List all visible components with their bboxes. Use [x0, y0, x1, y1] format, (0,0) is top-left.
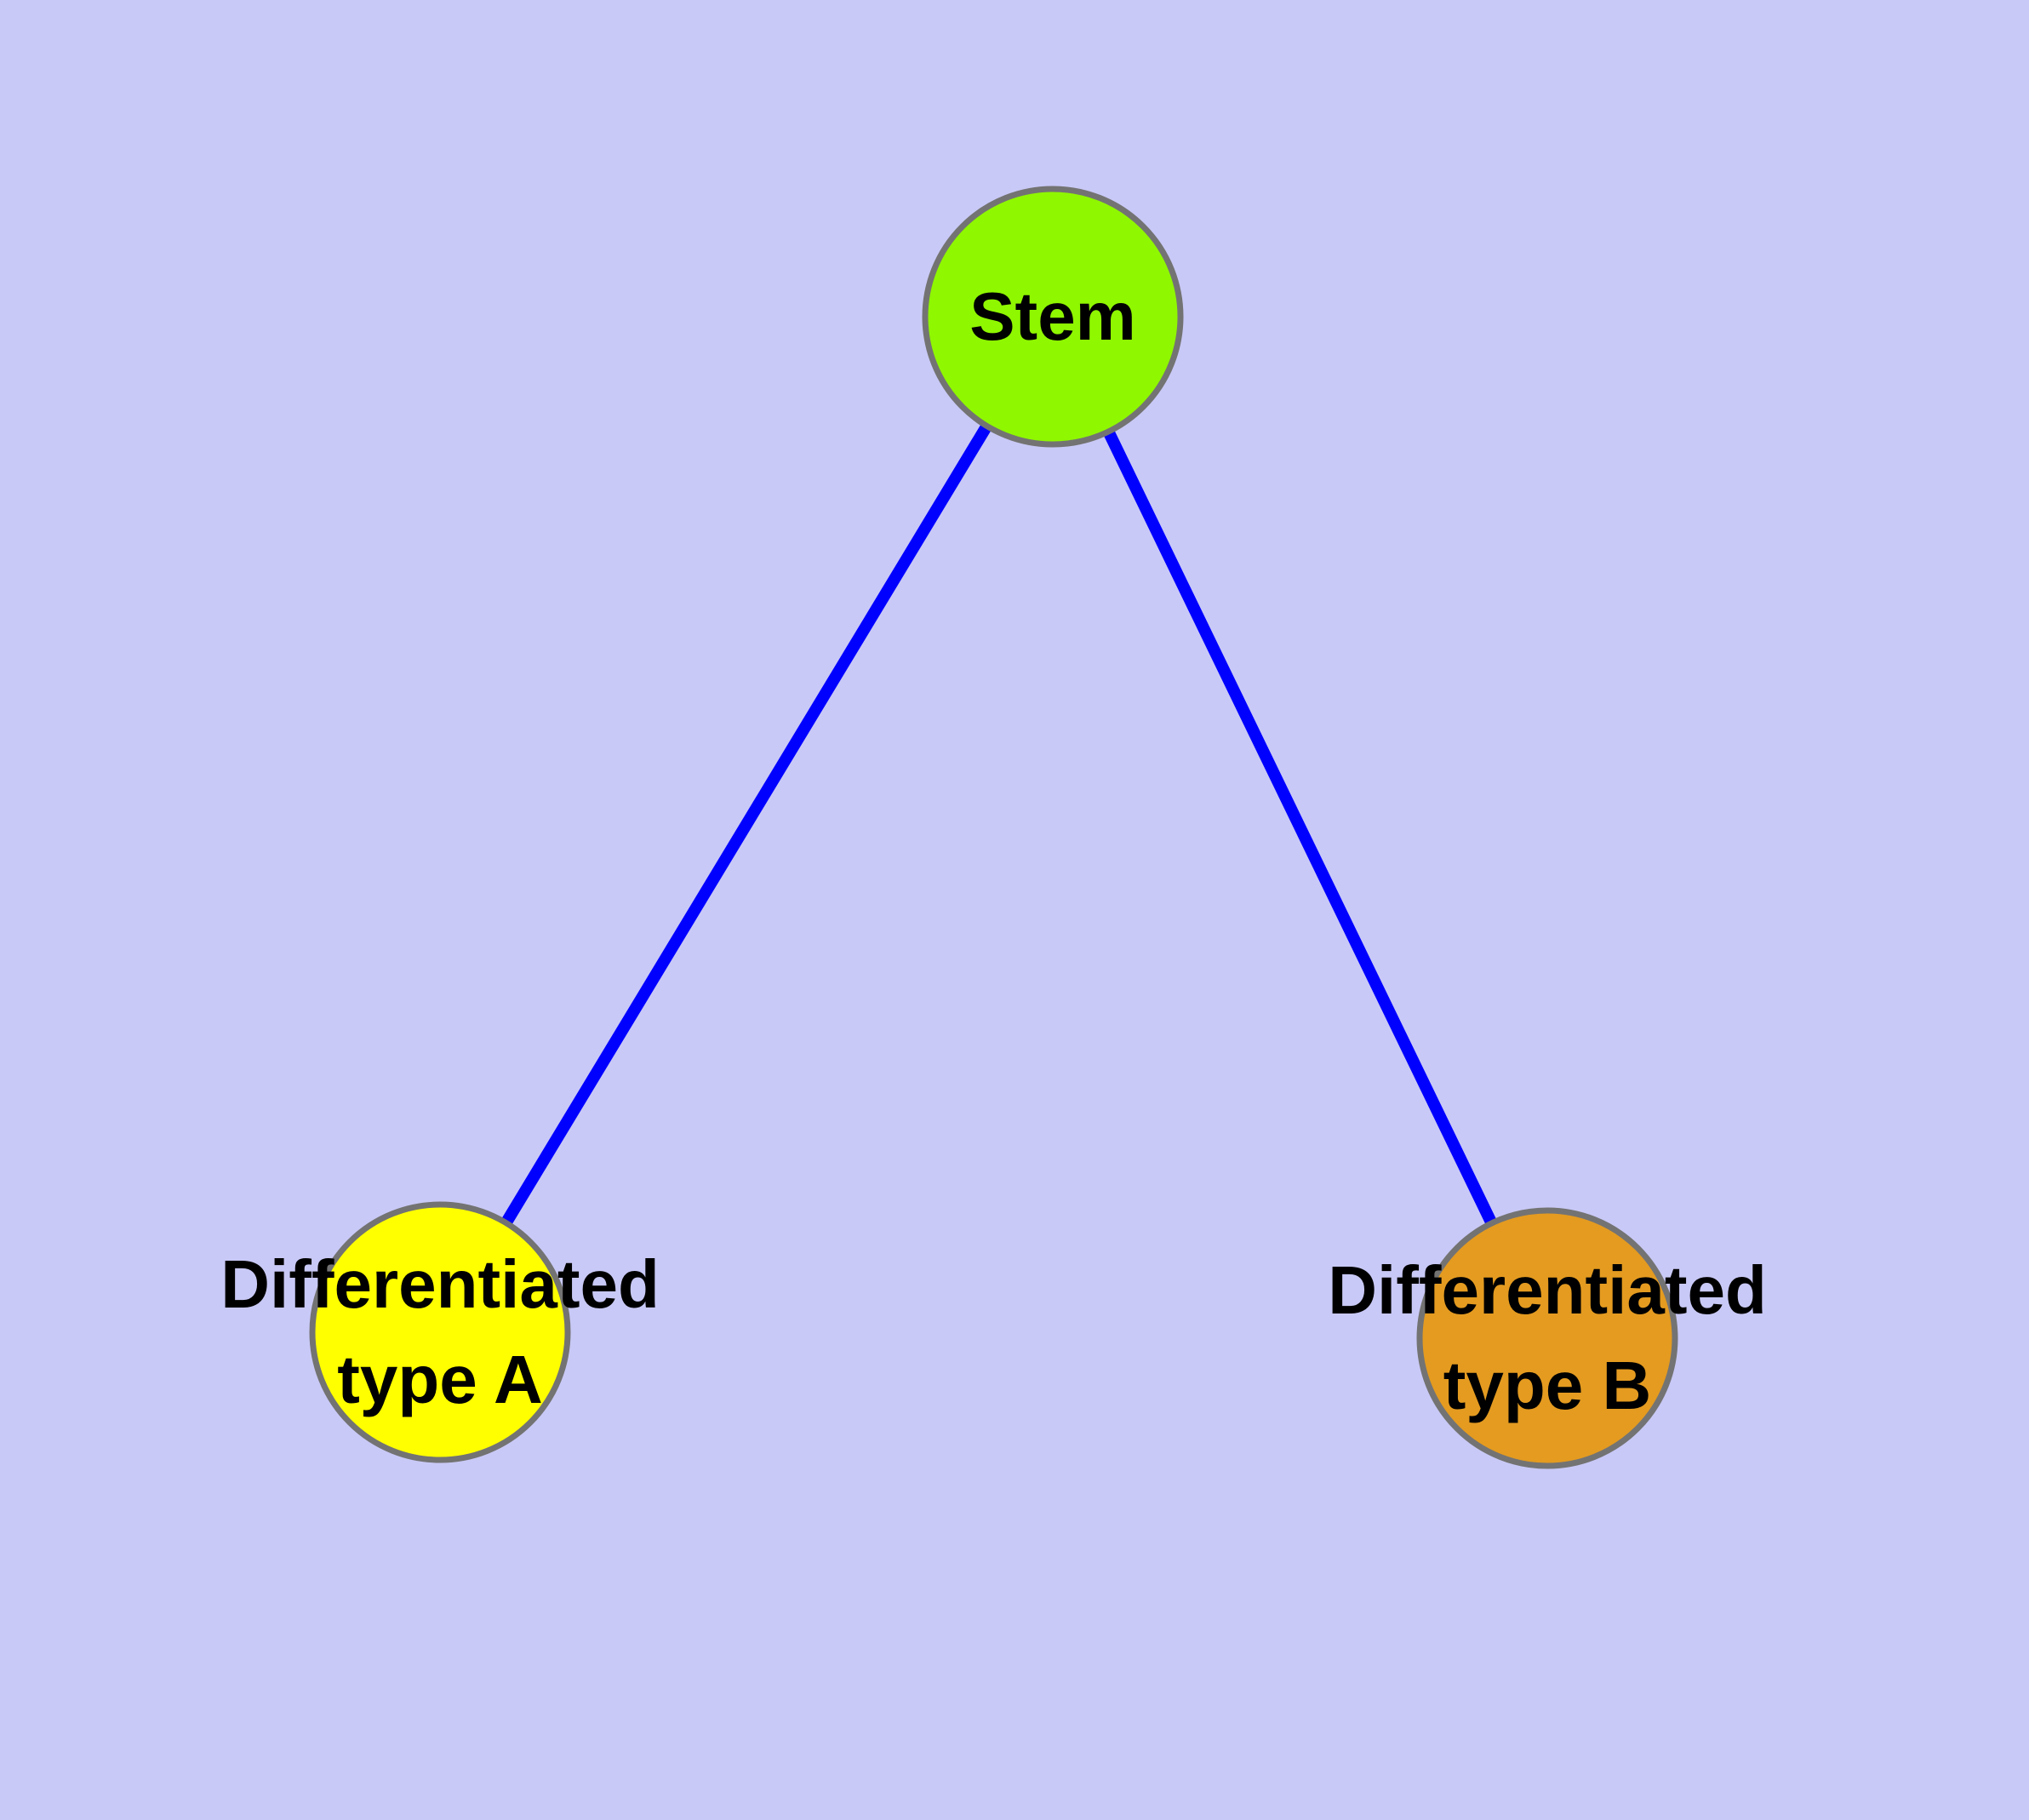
edge-stem-to-type-b — [1047, 313, 1553, 1342]
node-differentiated-type-a-circle — [309, 1201, 571, 1463]
edge-stem-to-type-a — [435, 313, 1058, 1336]
node-stem-circle — [922, 186, 1184, 448]
node-differentiated-type-b-circle — [1416, 1207, 1678, 1469]
